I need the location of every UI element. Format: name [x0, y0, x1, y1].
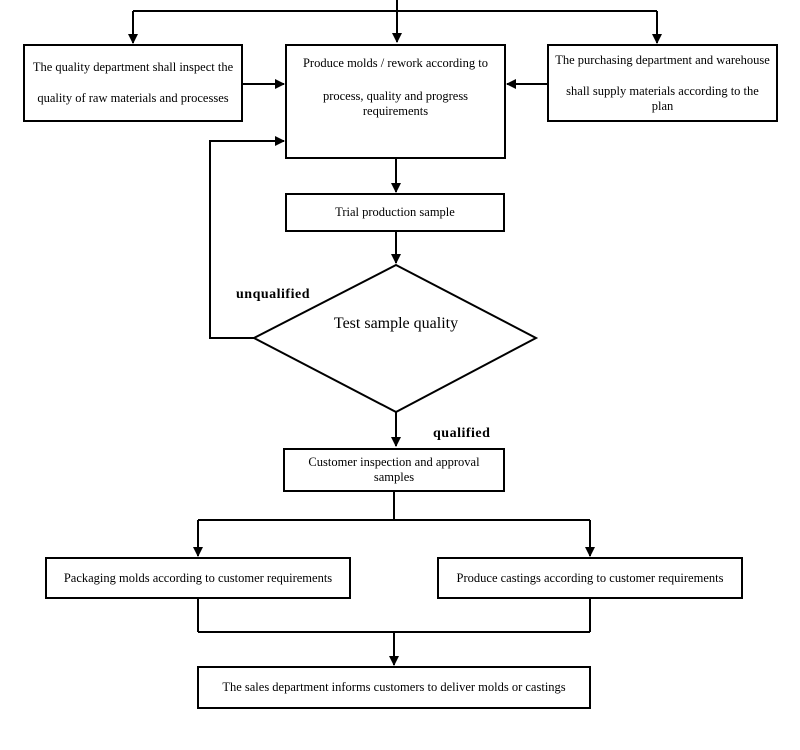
- packaging-label: Packaging molds according to customer re…: [63, 570, 333, 585]
- produce-molds-line2: process, quality and progress requiremen…: [322, 89, 469, 118]
- castings-box: Produce castings according to customer r…: [437, 557, 743, 599]
- quality-inspect-line2: quality of raw materials and processes: [37, 91, 229, 105]
- quality-inspect-box: The quality department shall inspect the…: [23, 44, 243, 122]
- sales-deliver-box: The sales department informs customers t…: [197, 666, 591, 709]
- qualified-label: qualified: [433, 426, 491, 441]
- unqualified-label: unqualified: [236, 287, 310, 302]
- produce-molds-line1: Produce molds / rework according to: [302, 56, 489, 70]
- test-quality-diamond: [251, 263, 539, 414]
- packaging-box: Packaging molds according to customer re…: [45, 557, 351, 599]
- purchasing-line2: shall supply materials according to the …: [566, 83, 759, 113]
- produce-molds-box: Produce molds / rework according to proc…: [285, 44, 506, 159]
- purchasing-line1: The purchasing department and warehouse: [555, 52, 770, 67]
- quality-inspect-line1: The quality department shall inspect the: [32, 60, 234, 74]
- trial-sample-box: Trial production sample: [285, 193, 505, 232]
- sales-deliver-label: The sales department informs customers t…: [222, 680, 566, 694]
- test-quality-label: Test sample quality: [333, 315, 459, 332]
- customer-approval-box: Customer inspection and approval samples: [283, 448, 505, 492]
- castings-label: Produce castings according to customer r…: [456, 570, 724, 585]
- customer-approval-label: Customer inspection and approval samples: [308, 455, 480, 484]
- unqualified-loop-line: [209, 136, 285, 339]
- trial-sample-label: Trial production sample: [335, 205, 455, 219]
- purchasing-box: The purchasing department and warehouse …: [547, 44, 778, 122]
